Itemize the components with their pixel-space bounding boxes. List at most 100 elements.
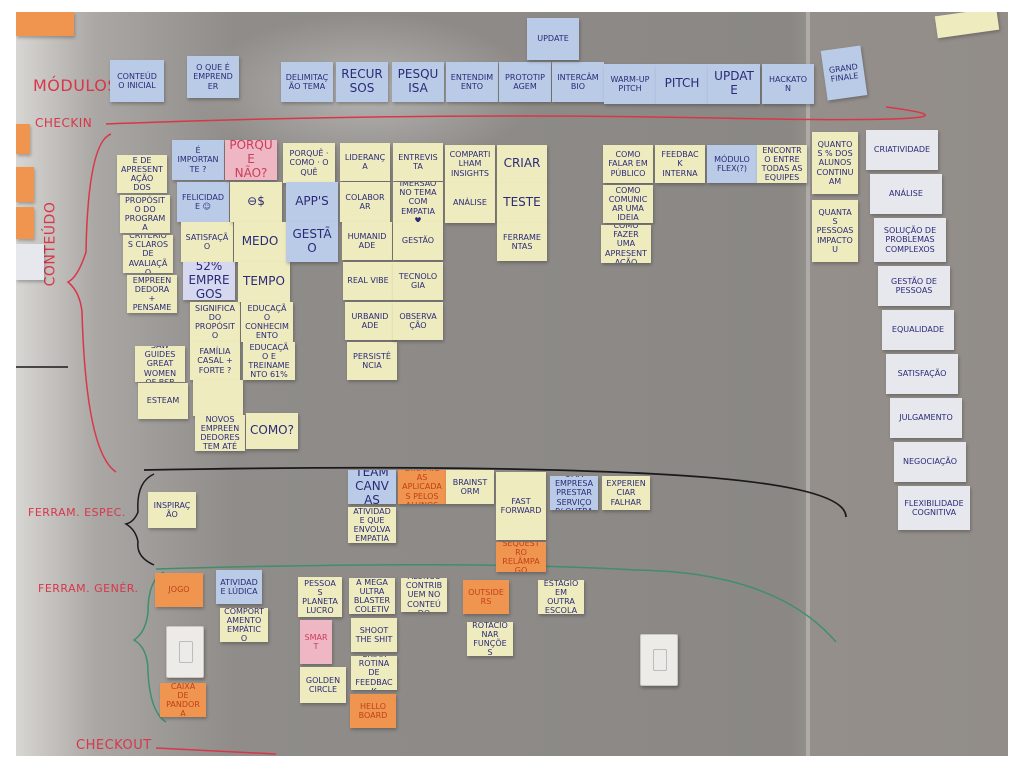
sticky-note-lideranc-a: Liderança: [340, 143, 390, 181]
note-text: Urbanidade: [351, 311, 389, 330]
wall-corner: [806, 12, 810, 756]
note-text: Rotacionar funções: [472, 622, 508, 656]
note-text: Fast Forward: [500, 496, 542, 515]
note-text: Intercâmbio: [557, 72, 599, 91]
sticky-note-como-comunicar-uma-ideia: Como comunicar uma ideia: [603, 185, 653, 223]
note-text: Medo: [241, 234, 279, 249]
note-text: Estágio em outra escola: [543, 580, 579, 614]
note-text: Compartilham insights: [449, 150, 491, 178]
note-text: Delimitação tema: [285, 72, 329, 91]
note-text: Negociação: [902, 457, 958, 467]
sticky-note-app-s: App's: [286, 182, 338, 222]
note-text: Quantos % dos alunos continuam: [816, 140, 854, 186]
note-text: Mentalidade empreendedora + pensamento c…: [132, 275, 172, 313]
sticky-note-atividade-de-apresentac-a-o-dos-alunos: Atividade de apresentação dos alunos: [117, 155, 167, 193]
sticky-note-caixa-de-pandora: Caixa de Pandora: [160, 683, 206, 717]
note-text: Pesquisa: [397, 67, 439, 95]
note-text: Colaborar: [345, 192, 385, 211]
sticky-note-como: Como?: [246, 413, 298, 449]
sticky-note-ana-lise: Análise: [445, 183, 495, 223]
note-text: Gestão: [292, 227, 332, 255]
note-text: Humanidade: [347, 231, 387, 250]
note-text: Team Canvas: [355, 470, 389, 504]
ferram-gener-label: Ferram. Genér.: [38, 582, 139, 595]
sticky-note-entrevista: Entrevista: [393, 143, 443, 181]
sticky-note-saw-guides-great-women-of-bsb: Saw Guides Great Women of BSB: [135, 346, 185, 382]
note-text: Real vibe: [347, 276, 389, 286]
note-text: Julgamento: [899, 413, 953, 423]
sticky-note-porque-como-o-que: Porquê · Como · O quê: [283, 143, 335, 183]
sticky-note-blank: [193, 380, 243, 416]
module-note-update: Update: [527, 18, 579, 60]
sticky-note-smart: SMART: [300, 620, 332, 664]
sticky-note-mo-dulo-flex: Módulo Flex(?): [707, 145, 757, 183]
sticky-note-flexibilidade-cognitiva: Flexibilidade cognitiva: [898, 486, 970, 530]
note-text: Criar: [503, 156, 541, 171]
note-text: Alunos contribuem no conteúdo: [405, 578, 443, 612]
module-note-pesquisa: Pesquisa: [392, 62, 444, 102]
edge-sticky-note: [16, 12, 74, 36]
marker-lines: [16, 106, 926, 755]
note-text: Tecnologia: [398, 271, 438, 290]
note-text: Flexibilidade cognitiva: [904, 498, 964, 517]
sticky-note-shoot-the-shit: Shoot the shit: [351, 618, 397, 652]
module-note-recursos: Recursos: [336, 62, 388, 102]
sticky-note-outsiders: Outsiders: [463, 580, 509, 614]
checkout-line: [155, 747, 277, 755]
sticky-note-colaborar: Colaborar: [340, 182, 390, 222]
module-note-conteu-do-inicial: Conteúdo Inicial: [110, 60, 164, 102]
sticky-note-hello-board: Hello Board: [350, 694, 396, 728]
note-text: App's: [295, 194, 329, 209]
note-text: Dinâmicas aplicadas pelos alunos: [402, 470, 442, 504]
sticky-note-esta-gio-em-outra-escola: Estágio em outra escola: [538, 580, 584, 614]
sticky-note-satisfac-a-o: Satisfação: [886, 354, 958, 394]
module-note-warm-up-pitch: Warm-up Pitch: [604, 64, 656, 104]
note-text: Experienciar falhar: [606, 479, 646, 507]
note-text: Tempo: [243, 274, 285, 289]
note-text: Inspiração: [153, 500, 191, 519]
note-text: Saw Guides Great Women of BSB: [143, 346, 177, 382]
note-text: Propósito do programa: [124, 195, 166, 233]
note-text: Warm-up Pitch: [610, 74, 650, 93]
sticky-note-crite-rios-claros-de-avaliac-a-o: Critérios claros de avaliação: [123, 235, 173, 273]
sticky-note-dina-micas-aplicadas-pelos-alunos: Dinâmicas aplicadas pelos alunos: [398, 470, 446, 504]
note-text: 52% empregos: [188, 262, 230, 300]
note-text: Golden Circle: [305, 675, 341, 694]
module-note-o-que-e-emprender: O que é emprender: [187, 56, 239, 98]
sticky-note-criar-rotina-de-feedback: Criar rotina de feedback: [351, 656, 397, 690]
sticky-note-golden-circle: Golden Circle: [300, 667, 346, 703]
sticky-note-fast-forward: Fast Forward: [496, 472, 546, 540]
note-text: Observação: [399, 311, 437, 330]
note-text: Encontro entre todas as equipes: [761, 145, 803, 183]
sticky-note-quantas-pessoas-impactou: Quantas pessoas impactou: [812, 200, 858, 262]
note-text: Teste: [503, 195, 541, 210]
sticky-note-blank: ⊖$: [230, 182, 282, 222]
espec-line: [143, 466, 847, 518]
note-text: Update: [714, 69, 754, 97]
note-text: Gestão de pessoas: [891, 276, 937, 295]
sticky-note-educac-a-o-conhecimento: Educação conhecimento: [241, 302, 293, 342]
note-text: Recursos: [341, 67, 383, 95]
gener-line: [155, 563, 837, 643]
sticky-note-rotacionar-func-o-es: Rotacionar funções: [467, 622, 513, 656]
sticky-note-tempo: Tempo: [238, 262, 290, 302]
sticky-note-propo-sito-do-programa: Propósito do programa: [120, 195, 170, 233]
sticky-note-quantos-dos-alunos-continuam: Quantos % dos alunos continuam: [812, 132, 858, 194]
module-note-update: Update: [708, 64, 760, 104]
note-text: Educação e treinamento 61%: [248, 342, 290, 380]
sticky-note-52-empregos: 52% empregos: [183, 262, 235, 300]
espec-brace: [124, 473, 155, 566]
sticky-note-comportamento-empa-tico: Comportamento empático: [220, 608, 268, 642]
note-text: Módulo Flex(?): [714, 154, 750, 173]
light-switch: [640, 634, 678, 686]
sticky-note-alunos-contribuem-no-conteu-do: Alunos contribuem no conteúdo: [401, 578, 447, 612]
sticky-note-educac-a-o-e-treinamento-61: Educação e treinamento 61%: [243, 342, 295, 380]
note-text: Sequestro relâmpago: [502, 542, 540, 572]
sticky-note-compartilham-insights: Compartilham insights: [445, 145, 495, 183]
note-text: Gestão: [401, 236, 435, 246]
sticky-note-gesta-o-de-pessoas: Gestão de pessoas: [878, 266, 950, 306]
note-text: Hackaton: [768, 74, 808, 93]
note-text: Imersão no tema com empatia ♥: [399, 182, 437, 222]
note-text: Porque não?: [229, 140, 273, 180]
conteudo-label: Conteúdo: [42, 201, 59, 287]
